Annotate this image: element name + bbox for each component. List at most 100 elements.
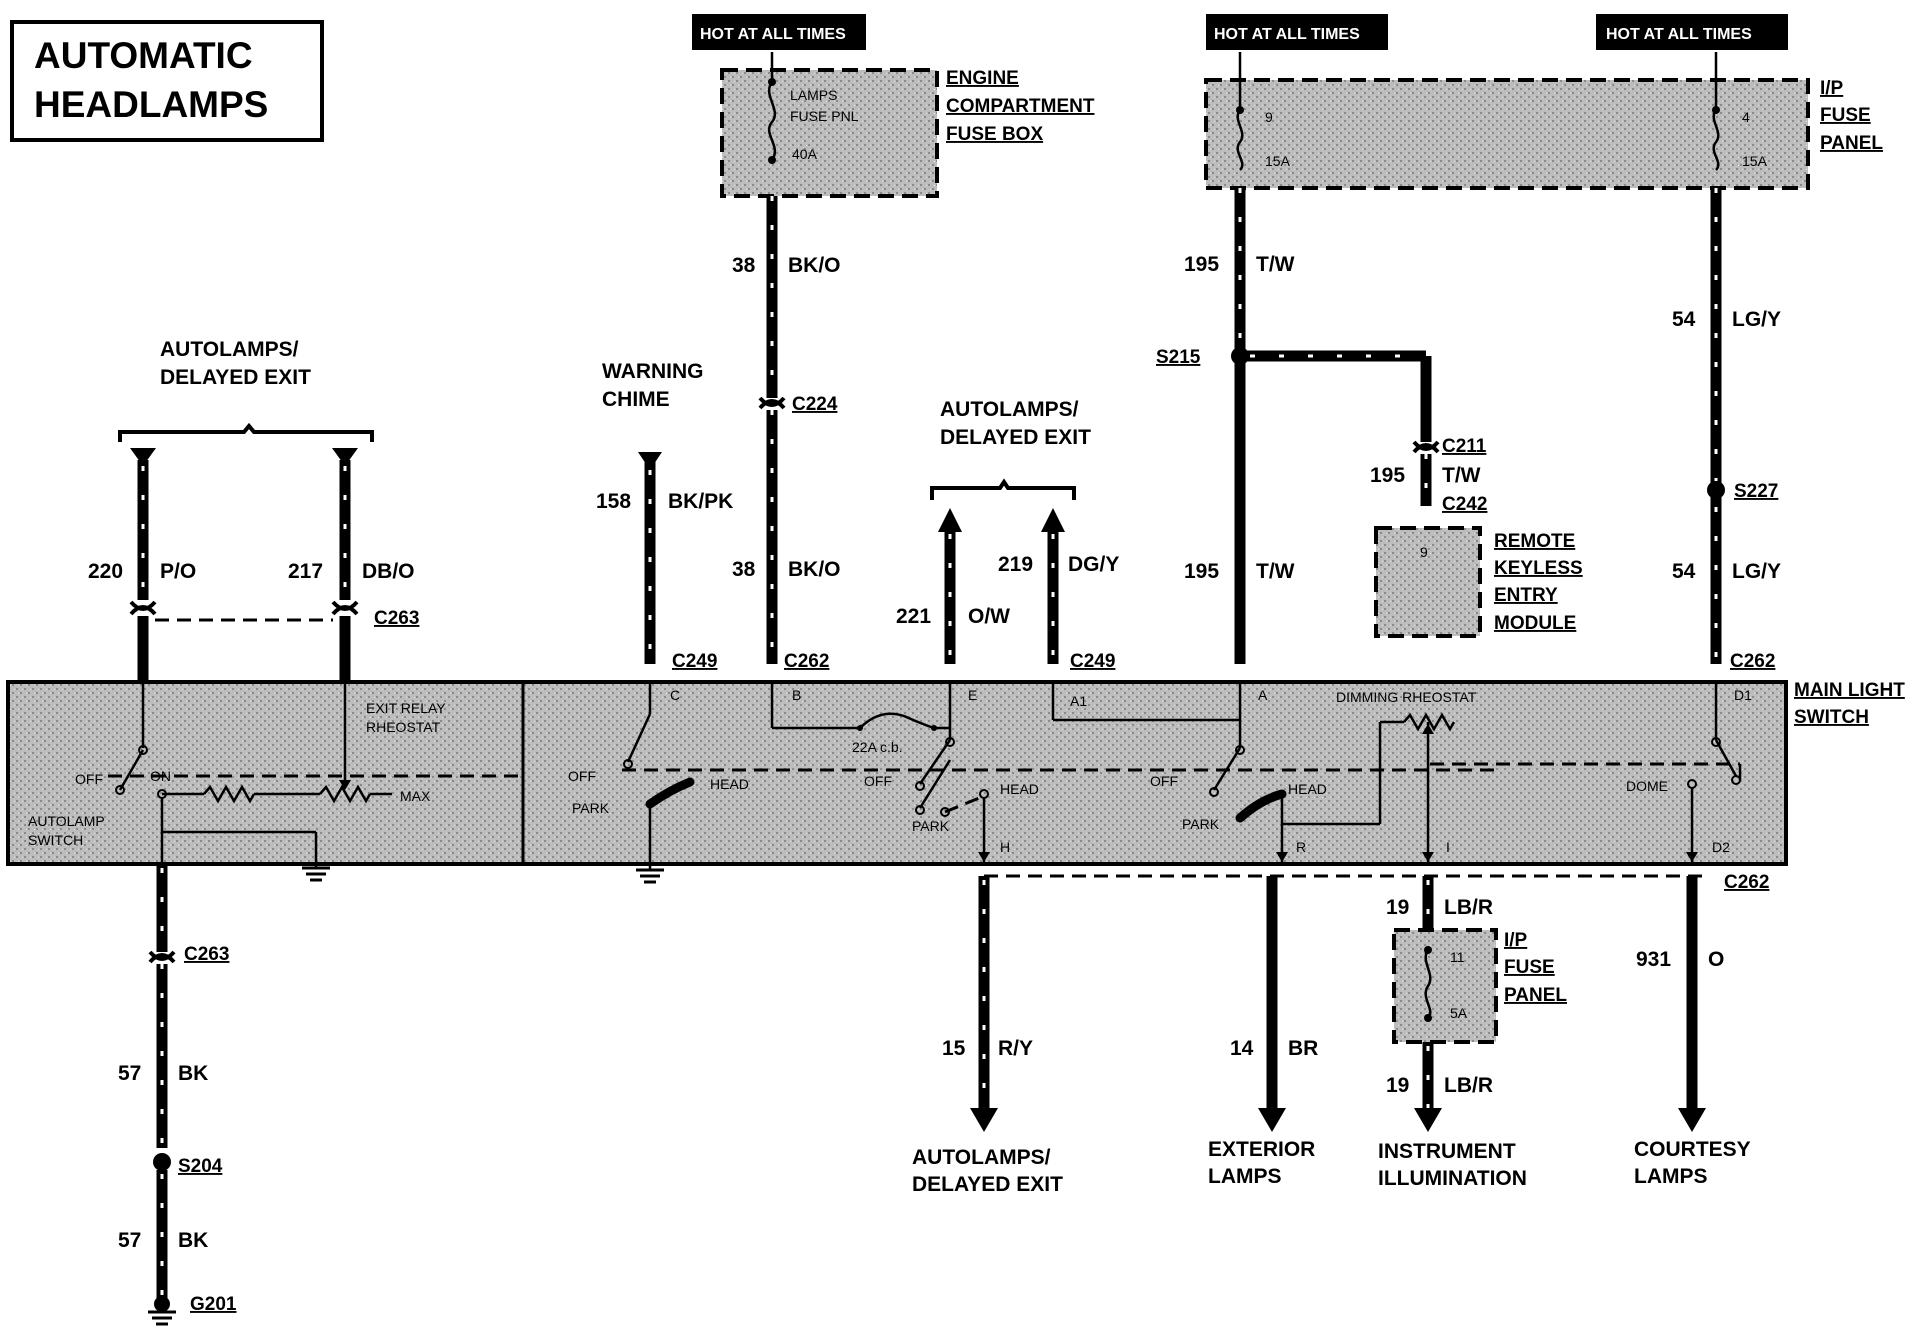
svg-text:BR: BR [1288,1037,1318,1060]
svg-text:15A: 15A [1265,153,1291,169]
svg-text:LAMPS: LAMPS [1208,1165,1282,1188]
svg-text:DELAYED EXIT: DELAYED EXIT [912,1173,1063,1196]
svg-text:217: 217 [288,560,323,583]
wire-54: 54 LG/Y S227 54 LG/Y [1672,188,1781,664]
svg-text:19: 19 [1386,896,1409,919]
autolamps-left-group: AUTOLAMPS/ DELAYED EXIT 220 P/O 217 DB/O… [88,338,419,684]
title-line-1: AUTOMATIC [34,35,253,76]
svg-text:15: 15 [942,1037,966,1060]
svg-text:AUTOLAMPS/: AUTOLAMPS/ [912,1146,1051,1169]
upper-connector-labels: C249 C262 C249 C262 MAIN LIGHT SWITCH [672,651,1905,728]
svg-text:HEAD: HEAD [1288,781,1327,797]
svg-text:57: 57 [118,1229,141,1252]
svg-text:DIMMING RHEOSTAT: DIMMING RHEOSTAT [1336,689,1477,705]
hot-label-2: HOT AT ALL TIMES [1206,14,1388,50]
svg-text:A1: A1 [1070,693,1087,709]
svg-text:DB/O: DB/O [362,560,415,583]
svg-text:C211: C211 [1442,436,1487,457]
svg-text:HEAD: HEAD [710,776,749,792]
svg-text:38: 38 [732,254,756,277]
wire-38: 38 BK/O C224 38 BK/O [732,196,841,664]
svg-text:MODULE: MODULE [1494,613,1576,634]
svg-text:AUTOLAMP: AUTOLAMP [28,813,105,829]
svg-text:BK/PK: BK/PK [668,490,733,513]
svg-text:DELAYED EXIT: DELAYED EXIT [940,426,1091,449]
svg-text:ENGINE: ENGINE [946,68,1019,89]
svg-text:INSTRUMENT: INSTRUMENT [1378,1140,1516,1163]
svg-text:4: 4 [1742,109,1750,125]
svg-text:A: A [1258,687,1268,703]
svg-text:ON: ON [150,768,171,784]
svg-text:R/Y: R/Y [998,1037,1033,1060]
svg-text:EXTERIOR: EXTERIOR [1208,1138,1315,1161]
svg-text:ENTRY: ENTRY [1494,585,1558,606]
svg-text:I/P: I/P [1820,78,1844,99]
svg-text:T/W: T/W [1442,464,1481,487]
svg-text:OFF: OFF [1150,773,1178,789]
svg-text:COURTESY: COURTESY [1634,1138,1751,1161]
svg-text:D2: D2 [1712,839,1730,855]
svg-text:FUSE: FUSE [1820,105,1871,126]
svg-text:I: I [1446,839,1450,855]
svg-text:C224: C224 [792,394,838,415]
svg-text:S204: S204 [178,1156,223,1177]
hot-label-3: HOT AT ALL TIMES [1596,14,1788,50]
svg-text:G201: G201 [190,1294,237,1315]
svg-text:O/W: O/W [968,605,1010,628]
svg-text:5A: 5A [1450,1005,1468,1021]
svg-text:S227: S227 [1734,481,1778,502]
wire-931: 931 O COURTESY LAMPS [1634,876,1751,1188]
svg-text:ILLUMINATION: ILLUMINATION [1378,1167,1527,1190]
svg-text:BK/O: BK/O [788,254,841,277]
wire-57-ground: C263 57 BK S204 57 BK G201 [118,864,237,1326]
svg-text:19: 19 [1386,1074,1409,1097]
svg-text:54: 54 [1672,560,1696,583]
ip-fuse-panel-top: 9 15A 4 15A I/P FUSE PANEL [1204,52,1883,190]
svg-text:C263: C263 [184,944,229,965]
svg-text:OFF: OFF [568,768,596,784]
svg-text:DELAYED EXIT: DELAYED EXIT [160,366,311,389]
svg-text:LB/R: LB/R [1444,896,1493,919]
svg-text:C: C [670,687,680,703]
svg-text:22A c.b.: 22A c.b. [852,739,903,755]
svg-text:220: 220 [88,560,123,583]
svg-text:D1: D1 [1734,687,1752,703]
svg-text:O: O [1708,948,1724,971]
svg-text:HOT AT ALL TIMES: HOT AT ALL TIMES [1606,26,1752,43]
svg-text:I/P: I/P [1504,930,1528,951]
svg-text:C262: C262 [784,651,829,672]
svg-text:FUSE BOX: FUSE BOX [946,124,1043,145]
bottom-connector-line: C262 [984,872,1769,893]
svg-text:COMPARTMENT: COMPARTMENT [946,96,1095,117]
svg-text:11: 11 [1450,949,1465,965]
svg-text:C263: C263 [374,608,419,629]
svg-text:DOME: DOME [1626,778,1668,794]
svg-text:OFF: OFF [864,773,892,789]
svg-text:C262: C262 [1730,651,1775,672]
svg-text:REMOTE: REMOTE [1494,531,1575,552]
svg-text:LG/Y: LG/Y [1732,308,1781,331]
svg-text:DG/Y: DG/Y [1068,553,1119,576]
svg-text:195: 195 [1370,464,1405,487]
main-light-switch: OFF ON MAX EXIT RELAY RHEOSTAT AUTOLAMP … [6,680,1788,884]
svg-text:B: B [792,687,801,703]
svg-text:MAIN LIGHT: MAIN LIGHT [1794,680,1905,701]
svg-text:C262: C262 [1724,872,1769,893]
svg-text:9: 9 [1265,109,1273,125]
svg-text:RHEOSTAT: RHEOSTAT [366,719,441,735]
svg-text:BK/O: BK/O [788,558,841,581]
svg-text:158: 158 [596,490,631,513]
svg-text:CHIME: CHIME [602,388,670,411]
svg-text:PARK: PARK [912,818,950,834]
svg-text:HEAD: HEAD [1000,781,1039,797]
svg-text:BK: BK [178,1062,208,1085]
svg-text:KEYLESS: KEYLESS [1494,558,1583,579]
svg-text:SWITCH: SWITCH [1794,707,1869,728]
svg-text:195: 195 [1184,560,1219,583]
svg-text:PANEL: PANEL [1820,133,1883,154]
svg-text:T/W: T/W [1256,253,1295,276]
svg-text:LG/Y: LG/Y [1732,560,1781,583]
svg-text:MAX: MAX [400,788,431,804]
svg-text:219: 219 [998,553,1033,576]
svg-text:LB/R: LB/R [1444,1074,1493,1097]
